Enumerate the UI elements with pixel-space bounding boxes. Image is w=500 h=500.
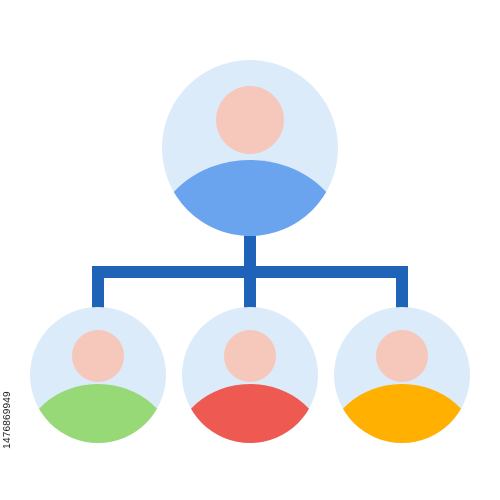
person-middle-icon bbox=[182, 307, 318, 443]
person-right-icon bbox=[334, 307, 470, 443]
person-left-head bbox=[72, 330, 124, 382]
connector-middle-drop bbox=[244, 266, 256, 310]
person-top-icon bbox=[162, 60, 338, 236]
connector-right-drop bbox=[396, 266, 408, 310]
person-right-head bbox=[376, 330, 428, 382]
person-left-icon bbox=[30, 307, 166, 443]
person-top-head bbox=[216, 86, 284, 154]
person-middle-head bbox=[224, 330, 276, 382]
connector-left-drop bbox=[92, 266, 104, 310]
connector-lines bbox=[92, 228, 408, 310]
stock-id-label: 1476869949 bbox=[2, 391, 13, 449]
connector-vertical-main bbox=[244, 228, 256, 275]
